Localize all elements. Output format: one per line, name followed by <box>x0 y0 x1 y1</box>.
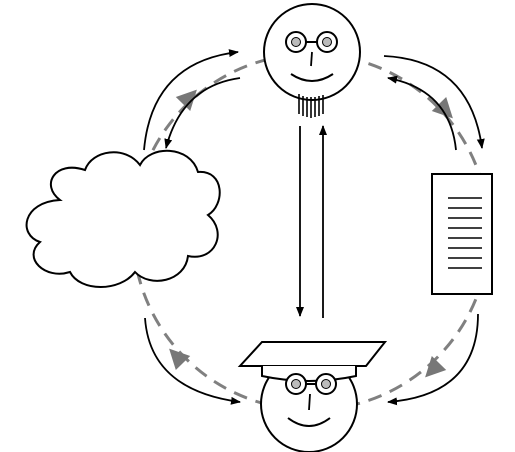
graduate-face-with-glasses-icon <box>237 341 388 452</box>
cycle-arrow-bottom-left <box>169 348 191 370</box>
arrow-cloud-to-teacher <box>143 49 239 151</box>
arrow-teacher-to-cloud <box>164 77 241 149</box>
arrow-document-to-student <box>387 313 479 406</box>
cycle-arrow-top-left <box>175 89 197 111</box>
cloud-icon <box>25 149 221 288</box>
cycle-arrow-top-right <box>431 97 453 119</box>
solid-arrows <box>143 49 485 406</box>
arrow-cloud-to-student <box>144 317 241 405</box>
arrow-teacher-to-document <box>383 55 485 149</box>
bearded-face-with-glasses-icon <box>263 3 361 118</box>
arrow-return-to-teacher <box>387 75 457 151</box>
document-icon <box>431 173 493 295</box>
cycle-arrow-bottom-right <box>425 356 447 378</box>
